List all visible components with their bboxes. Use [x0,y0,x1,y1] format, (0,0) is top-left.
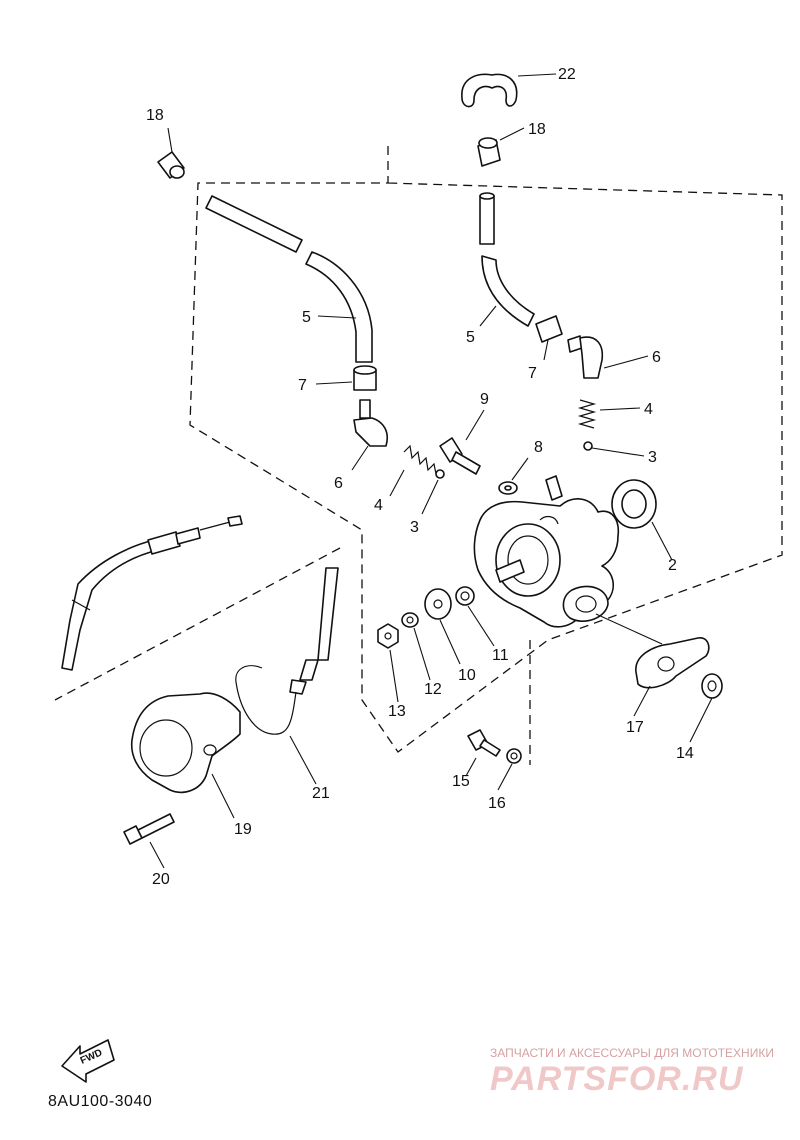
watermark-tagline: ЗАПЧАСТИ И АКСЕССУАРЫ ДЛЯ МОТОТЕХНИКИ [490,1046,774,1060]
gasket-part-17 [635,637,710,689]
washer-part-12 [401,612,419,628]
callout-2: 2 [668,557,677,574]
callout-11: 11 [492,647,509,664]
callout-5-left: 5 [302,309,311,326]
bolt-part-9 [439,437,481,475]
callout-labels: 22 18 18 5 5 7 7 6 6 4 4 3 3 9 8 2 13 12… [79,66,694,1067]
oil-pump-body [473,475,620,628]
callout-18-right: 18 [528,121,546,138]
callout-8: 8 [534,439,543,456]
callout-5-right: 5 [466,329,475,346]
callout-4-left: 4 [374,497,383,514]
callout-20: 20 [152,871,170,888]
callout-10: 10 [458,667,476,684]
callout-12: 12 [424,681,442,698]
washer-part-14 [701,673,723,699]
washer-part-11 [455,586,475,606]
watermark-logo: PARTSFOR.RU [490,1060,744,1098]
callout-22: 22 [558,66,576,83]
washer-part-8 [498,481,518,495]
collar-part-18-left [157,151,185,179]
clip-part-22 [461,73,518,108]
document-id: 8AU100-3040 [48,1093,153,1110]
spring-part-4-left [403,444,437,475]
callout-14: 14 [676,745,694,762]
pump-cable-part-21 [235,567,339,735]
callout-16: 16 [488,795,506,812]
hose-part-5-left [205,195,373,363]
callout-17: 17 [626,719,644,736]
assembly-boundary [54,146,783,765]
callout-4-right: 4 [644,401,653,418]
callout-13: 13 [388,703,406,720]
hose-part-5-right [479,192,535,327]
leader-lines [149,73,713,869]
bolt-part-15 [467,729,501,757]
callout-7-right: 7 [528,365,537,382]
callout-6-right: 6 [652,349,661,366]
spring-part-4-right [577,399,597,429]
callout-19: 19 [234,821,252,838]
ball-part-3-left [435,469,445,479]
callout-3-left: 3 [410,519,419,536]
callout-6-left: 6 [334,475,343,492]
nut-part-13 [377,623,399,649]
ball-part-3-right [583,441,593,451]
forward-direction-arrow [61,1039,115,1083]
elbow-fitting-part-6-left [353,399,388,447]
collar-part-7-left [353,365,377,391]
pump-cover-part-19 [130,692,241,794]
collar-part-18-right [477,137,501,167]
callout-3-right: 3 [648,449,657,466]
screw-part-20 [123,813,175,845]
elbow-fitting-part-6-right [567,335,604,379]
callout-18-left: 18 [146,107,164,124]
plate-washer-part-10 [424,588,452,620]
washer-part-16 [506,748,522,764]
callout-9: 9 [480,391,489,408]
callout-21: 21 [312,785,330,802]
callout-7-left: 7 [298,377,307,394]
oil-seal-part-2 [611,479,657,529]
collar-part-7-right [535,315,563,343]
control-cable [61,515,243,671]
callout-15: 15 [452,773,470,790]
